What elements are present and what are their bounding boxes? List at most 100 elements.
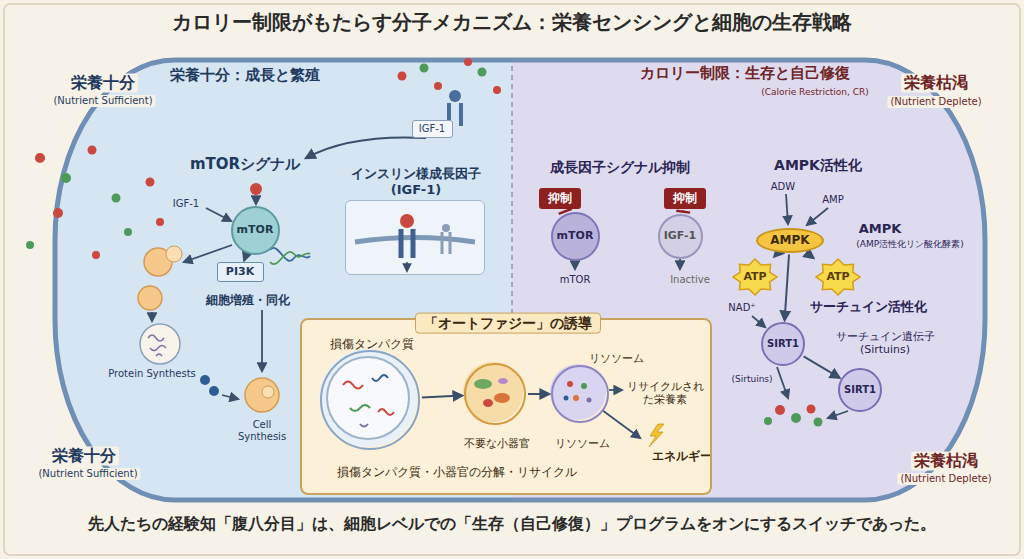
nutrient-molecules	[26, 58, 501, 259]
node-text: ATP	[743, 270, 766, 283]
arrow-connector	[528, 393, 549, 395]
label: ADW	[771, 181, 795, 193]
connector-group	[785, 254, 789, 320]
autophagy-panel	[587, 398, 592, 403]
mtor-signal-arrows	[151, 312, 153, 321]
connector-group	[528, 394, 549, 395]
autophagy-panel	[300, 318, 712, 495]
label: 栄養枯渇	[901, 73, 971, 92]
inset-receptor	[345, 200, 485, 275]
recycled-molecules	[791, 413, 801, 423]
connector-group	[676, 210, 690, 212]
mtor-signal-arrows	[206, 208, 231, 221]
inhibition-bar	[559, 209, 572, 214]
inset-receptor	[442, 224, 450, 232]
recycled-molecules	[764, 417, 772, 425]
autophagy-panel	[564, 396, 569, 401]
autophagy-panel	[483, 399, 493, 407]
label: Inactive	[670, 274, 710, 286]
inset-receptor	[345, 200, 485, 275]
connector-group	[806, 253, 813, 259]
label: 栄養十分	[49, 446, 119, 465]
cell-illustrations	[144, 248, 172, 276]
protein-box: PI3K	[217, 262, 264, 282]
node-text: リソソーム	[555, 437, 610, 450]
inset-receptor	[406, 262, 408, 271]
autophagy-panel	[378, 409, 394, 415]
title: カロリー制限がもたらす分子メカニズム：栄養センシングと細胞の生存戦略	[172, 9, 852, 36]
autophagy-panel	[350, 405, 370, 411]
node-text: IGF-1	[664, 229, 697, 242]
node-text: 不要な小器官	[464, 437, 530, 450]
autophagy-panel	[319, 349, 417, 447]
node-text: インスリン様成長因子 (IGF-1)	[341, 166, 491, 197]
autophagy-panel	[343, 382, 363, 389]
label: (Nutrient Deplete)	[897, 473, 994, 485]
node-text: 栄養十分：成長と繁殖	[170, 66, 320, 84]
arrow-connector	[774, 253, 777, 256]
autophagy-panel	[474, 379, 492, 389]
node-text: IGF-1	[419, 123, 445, 135]
arrow-connector	[244, 255, 246, 260]
nutrient-molecules	[92, 251, 100, 259]
label: (Nutrient Sufficient)	[50, 95, 155, 107]
nutrient-molecules	[146, 178, 155, 187]
label: (Nutrient Sufficient)	[35, 468, 140, 480]
star-outline	[816, 259, 860, 295]
autophagy-panel	[327, 357, 409, 439]
autophagy-panel	[609, 389, 622, 391]
divider-line	[511, 66, 513, 318]
nutrient-molecules	[53, 208, 63, 218]
label: (Nutrient Deplete)	[887, 96, 984, 108]
inset-receptor	[400, 214, 414, 228]
growth-factor-ball	[250, 183, 262, 195]
arrow-connector	[804, 356, 840, 377]
atp-star: ATP	[815, 258, 861, 296]
nutrient-molecules	[112, 194, 121, 203]
label: NAD⁺	[728, 302, 755, 314]
autophagy-panel	[602, 410, 640, 438]
recycled-molecules	[814, 418, 823, 427]
arrow-connector	[422, 396, 462, 398]
label: (Sirtuins)	[731, 374, 772, 385]
connector-group	[774, 253, 777, 256]
connector-group	[422, 396, 462, 398]
connector-group	[244, 255, 246, 260]
star-outline	[733, 259, 777, 295]
label: エネルギー	[652, 449, 712, 463]
autophagy-panel	[573, 395, 579, 401]
right-arrows	[752, 316, 765, 327]
autophagy-panel	[360, 424, 368, 427]
autophagy-panel	[372, 375, 388, 381]
node-text: PI3K	[226, 265, 254, 278]
autophagy-panel	[567, 381, 573, 387]
protein-circle: IGF-1	[658, 214, 703, 259]
inset-box: インスリン様成長因子 (IGF-1)	[345, 200, 485, 275]
node-text: リソソーム	[589, 352, 644, 365]
arrow-connector	[785, 254, 789, 320]
recycled-molecules	[775, 405, 785, 415]
dna-helix	[270, 248, 310, 261]
nutrient-molecules	[61, 173, 71, 183]
right-arrows	[574, 259, 576, 269]
label: 細胞増殖・同化	[206, 293, 290, 307]
nutrient-molecules	[156, 218, 164, 226]
nutrient-molecules	[464, 58, 472, 66]
protein-circle: SIRT1	[761, 322, 805, 366]
node-text: SIRT1	[844, 384, 876, 396]
cell-illustrations	[138, 286, 162, 310]
autophagy-panel	[550, 364, 606, 420]
igf-receptor	[449, 103, 461, 126]
cell-illustrations	[262, 386, 274, 398]
node-text: 損傷タンパク質	[330, 337, 414, 351]
growth-factor-ball	[250, 183, 262, 195]
igf-receptor	[306, 90, 461, 158]
protein-circle: mTOR	[551, 212, 600, 261]
node-text: mTOR	[557, 229, 594, 242]
nutrient-molecules	[35, 153, 45, 163]
label: mTORシグナル	[190, 155, 300, 173]
mtor-signal-arrows	[255, 197, 257, 204]
node-text: SIRT1	[767, 338, 799, 350]
right-arrows	[786, 194, 788, 224]
inhibition-bar	[676, 211, 690, 213]
